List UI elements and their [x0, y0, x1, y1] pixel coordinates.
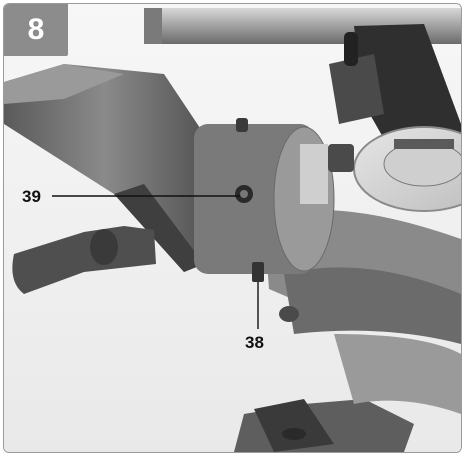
figure-number: 8	[27, 13, 45, 46]
figure-frame: 8 39 38	[3, 3, 462, 453]
handle	[12, 226, 157, 294]
callout-label-38: 38	[245, 333, 264, 352]
miter-saw-photo	[4, 4, 461, 452]
screw-38	[252, 262, 264, 282]
callout-label-39: 39	[22, 187, 41, 206]
figure-number-badge: 8	[4, 4, 68, 56]
